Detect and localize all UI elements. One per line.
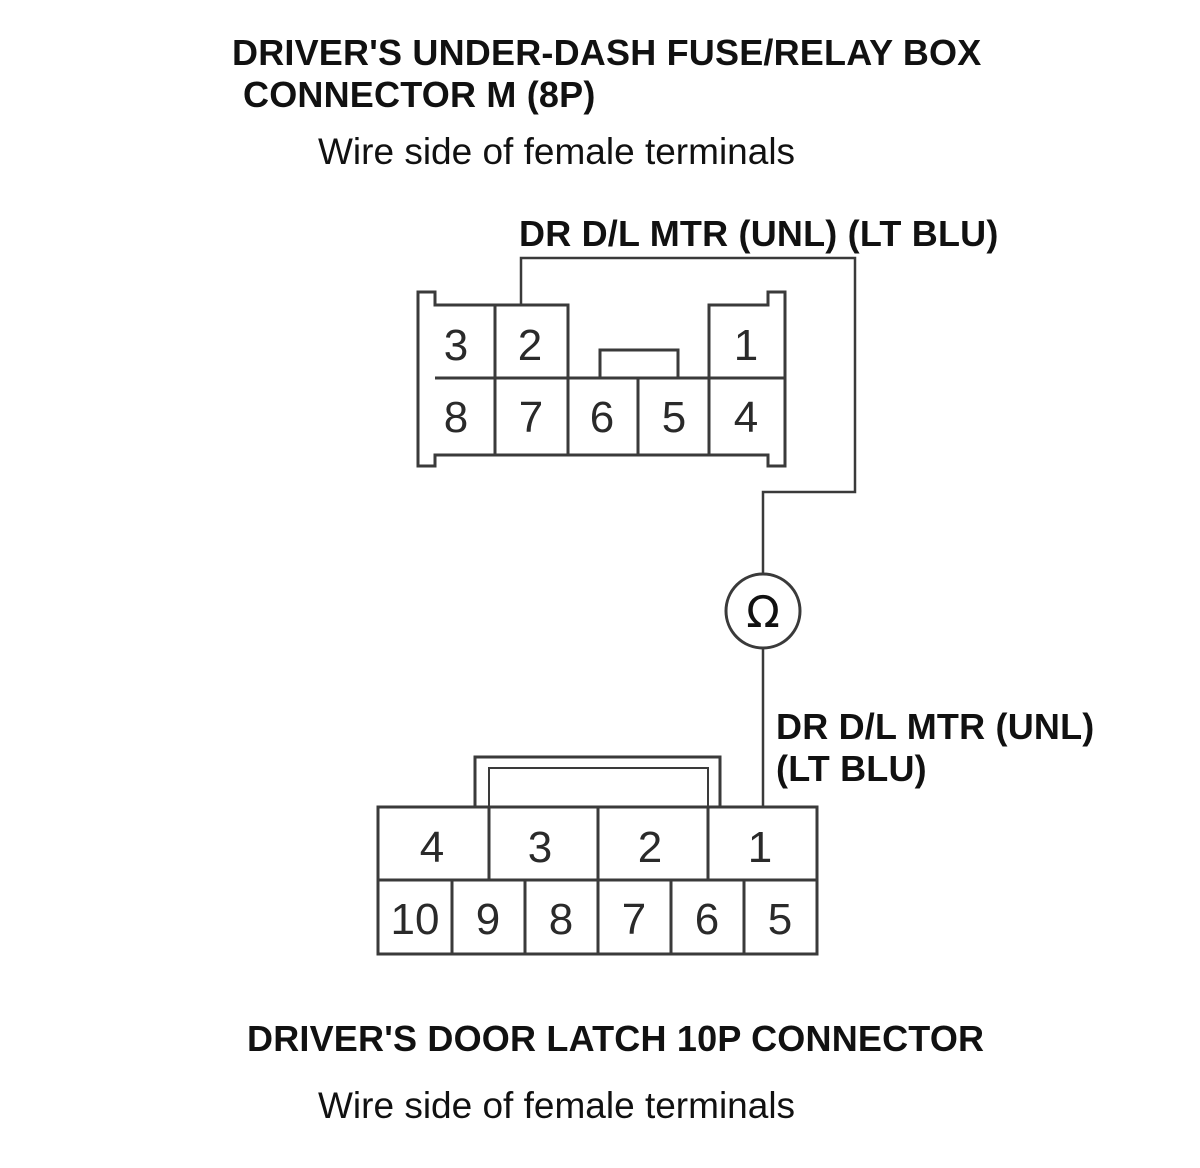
connector-m-wire xyxy=(519,256,857,574)
connector-m-subtitle: Wire side of female terminals xyxy=(318,131,796,172)
connector-m-pin: 3 xyxy=(444,321,468,370)
connector-m-title-line2: CONNECTOR M (8P) xyxy=(243,74,596,115)
ohm-symbol: Ω xyxy=(746,587,780,638)
latch-wire-label-line2: (LT BLU) xyxy=(776,748,927,789)
latch-pin: 9 xyxy=(476,895,500,944)
latch-pin: 3 xyxy=(528,823,552,872)
connector-m-wire-label: DR D/L MTR (UNL) (LT BLU) xyxy=(519,213,999,254)
latch-pin: 2 xyxy=(638,823,662,872)
latch-lock-tab-outer xyxy=(473,755,722,807)
latch-pin: 8 xyxy=(549,895,573,944)
connector-m-shell xyxy=(416,290,787,468)
connector-m-pin: 8 xyxy=(444,393,468,442)
connector-m-pin: 2 xyxy=(518,321,542,370)
connector-m-pin: 4 xyxy=(734,393,758,442)
connector-m-title-line1: DRIVER'S UNDER-DASH FUSE/RELAY BOX xyxy=(232,32,982,73)
latch-pin: 5 xyxy=(768,895,792,944)
connector-m-pin: 5 xyxy=(662,393,686,442)
latch-wire-label-line1: DR D/L MTR (UNL) xyxy=(776,706,1095,747)
connector-m-lock-tab xyxy=(598,348,680,378)
latch-connector-title: DRIVER'S DOOR LATCH 10P CONNECTOR xyxy=(247,1018,985,1059)
latch-lock-tab-inner xyxy=(488,767,709,807)
connector-m-pin: 7 xyxy=(519,393,543,442)
connector-m-pin: 1 xyxy=(734,321,758,370)
connector-m-pin: 6 xyxy=(590,393,614,442)
latch-pin: 7 xyxy=(622,895,646,944)
latch-pin: 6 xyxy=(695,895,719,944)
latch-pin: 10 xyxy=(391,895,440,944)
latch-connector-subtitle: Wire side of female terminals xyxy=(318,1085,796,1126)
latch-pin: 4 xyxy=(420,823,444,872)
latch-pin: 1 xyxy=(748,823,772,872)
